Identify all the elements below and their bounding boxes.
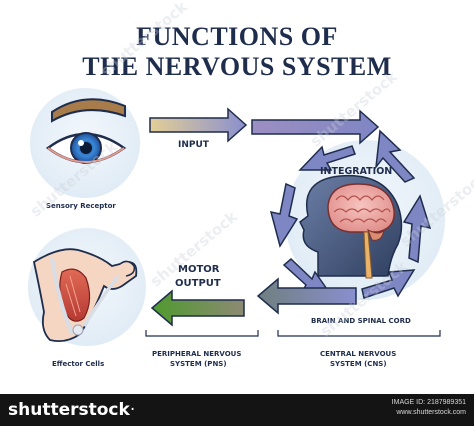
page-title-line2: THE NERVOUS SYSTEM — [82, 52, 392, 81]
sensory-receptor-label: Sensory Receptor — [46, 202, 116, 210]
footer-brand[interactable]: shutterstock· — [8, 400, 135, 420]
spinal-cord-icon — [363, 231, 373, 279]
forearm-bone-icon — [82, 274, 120, 327]
footer-site[interactable]: www.shutterstock.com — [396, 409, 466, 416]
eye-illustration — [45, 98, 127, 164]
footer-bar: shutterstock· IMAGE ID: 2187989351 www.s… — [0, 394, 474, 426]
cycle-arrow-top-right-icon — [374, 129, 416, 183]
footer-image-id: IMAGE ID: 2187989351 — [391, 399, 466, 406]
elbow-joint-icon — [72, 324, 84, 336]
footer-image-info: IMAGE ID: 2187989351 www.shutterstock.co… — [392, 398, 466, 418]
humerus-bone-icon — [50, 257, 74, 335]
output-arrow-1-icon — [256, 277, 357, 315]
brain-spinal-cord-label: BRAIN AND SPINAL CORD — [311, 317, 411, 325]
cns-label-line1: CENTRAL NERVOUS — [320, 350, 397, 358]
effector-cells-label: Effector Cells — [52, 360, 105, 368]
cycle-arrow-top-left-icon — [298, 145, 356, 171]
input-label: INPUT — [178, 140, 209, 150]
cns-label-line2: SYSTEM (CNS) — [330, 360, 387, 368]
fist-icon — [119, 260, 136, 277]
pns-label-line2: SYSTEM (PNS) — [170, 360, 227, 368]
lower-eyelid — [47, 147, 125, 163]
pns-bracket — [145, 330, 259, 337]
integration-cycle — [269, 129, 432, 304]
pns-label-line1: PERIPHERAL NERVOUS — [152, 350, 242, 358]
page-title-line1: FUNCTIONS OF — [136, 22, 338, 51]
motor-output-label-line1: MOTOR — [178, 264, 220, 275]
cycle-arrow-right-icon — [402, 194, 432, 264]
muscle-fibers — [65, 275, 81, 317]
cerebellum-icon — [367, 228, 385, 241]
motor-output-label-line2: OUTPUT — [175, 278, 221, 289]
nervous-system-diagram — [32, 98, 441, 343]
motor-output-arrow-icon — [150, 289, 245, 327]
brain-icon — [327, 183, 395, 233]
eyebrow-icon — [51, 98, 126, 123]
head-brain-illustration — [299, 174, 403, 279]
brain-folds — [333, 195, 391, 223]
input-arrow-icon — [149, 107, 248, 143]
integration-label: INTEGRATION — [320, 166, 393, 177]
footer-brand-text: shutterstock — [8, 400, 130, 420]
cycle-arrow-left-icon — [269, 182, 299, 248]
input-arrow-2-icon — [251, 109, 380, 145]
eye-highlight — [78, 140, 84, 146]
cycle-arrow-bottom-right-icon — [361, 269, 416, 299]
cns-bracket — [277, 330, 441, 337]
footer-brand-dot: · — [129, 400, 136, 420]
arm-illustration — [32, 248, 138, 343]
